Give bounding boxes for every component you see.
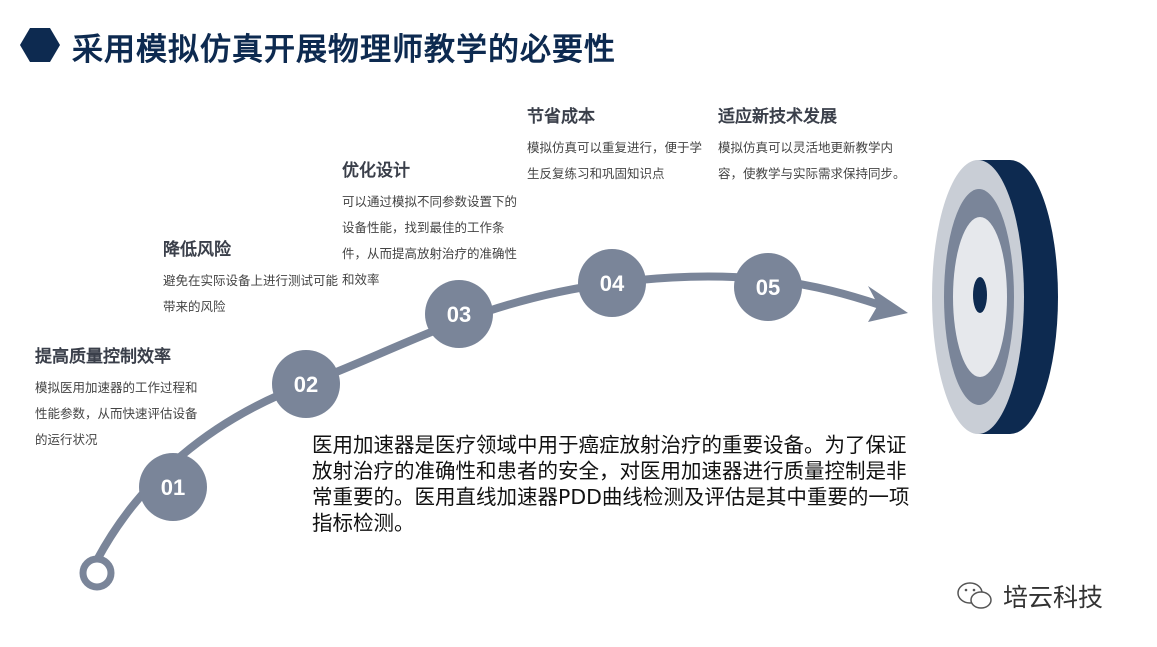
step-heading: 降低风险 [163, 240, 231, 260]
watermark: 培云科技 [955, 578, 1103, 614]
step-node-02 [272, 350, 340, 418]
step-number: 05 [756, 275, 780, 300]
step-node-05 [734, 253, 802, 321]
step-node-03 [425, 280, 493, 348]
step-text: 模拟医用加速器的工作过程和性能参数，从而快速评估设备的运行状况 [35, 380, 198, 447]
main-paragraph: 医用加速器是医疗领域中用于癌症放射治疗的重要设备。为了保证放射治疗的准确性和患者… [312, 433, 910, 535]
step-4: 节省成本 模拟仿真可以重复进行，便于学生反复练习和巩固知识点 [527, 102, 709, 187]
watermark-text: 培云科技 [1003, 583, 1104, 612]
step-heading: 优化设计 [342, 161, 410, 181]
step-text: 模拟仿真可以重复进行，便于学生反复练习和巩固知识点 [527, 140, 703, 181]
step-node-01 [139, 453, 207, 521]
step-text: 可以通过模拟不同参数设置下的设备性能，找到最佳的工作条件，从而提高放射治疗的准确… [342, 194, 518, 287]
start-ring [79, 555, 115, 591]
step-2: 降低风险 避免在实际设备上进行测试可能带来的风险 [163, 235, 343, 320]
step-heading: 提高质量控制效率 [35, 347, 171, 367]
step-number: 03 [447, 302, 471, 327]
step-number: 01 [161, 475, 185, 500]
step-text: 避免在实际设备上进行测试可能带来的风险 [163, 273, 339, 314]
step-1: 提高质量控制效率 模拟医用加速器的工作过程和性能参数，从而快速评估设备的运行状况 [35, 342, 205, 453]
target-icon [932, 160, 1058, 434]
step-heading: 适应新技术发展 [718, 107, 837, 127]
step-text: 模拟仿真可以灵活地更新教学内容，使教学与实际需求保持同步。 [718, 140, 906, 181]
step-node-04 [578, 249, 646, 317]
step-5: 适应新技术发展 模拟仿真可以灵活地更新教学内容，使教学与实际需求保持同步。 [718, 102, 908, 187]
title-hexagon-icon [20, 28, 60, 62]
wechat-icon [957, 582, 992, 609]
step-3: 优化设计 可以通过模拟不同参数设置下的设备性能，找到最佳的工作条件，从而提高放射… [342, 156, 524, 293]
page-title: 采用模拟仿真开展物理师教学的必要性 [72, 32, 616, 68]
step-number: 04 [600, 271, 625, 296]
step-number: 02 [294, 372, 318, 397]
step-heading: 节省成本 [527, 107, 595, 127]
arrow-head-icon [868, 286, 908, 322]
